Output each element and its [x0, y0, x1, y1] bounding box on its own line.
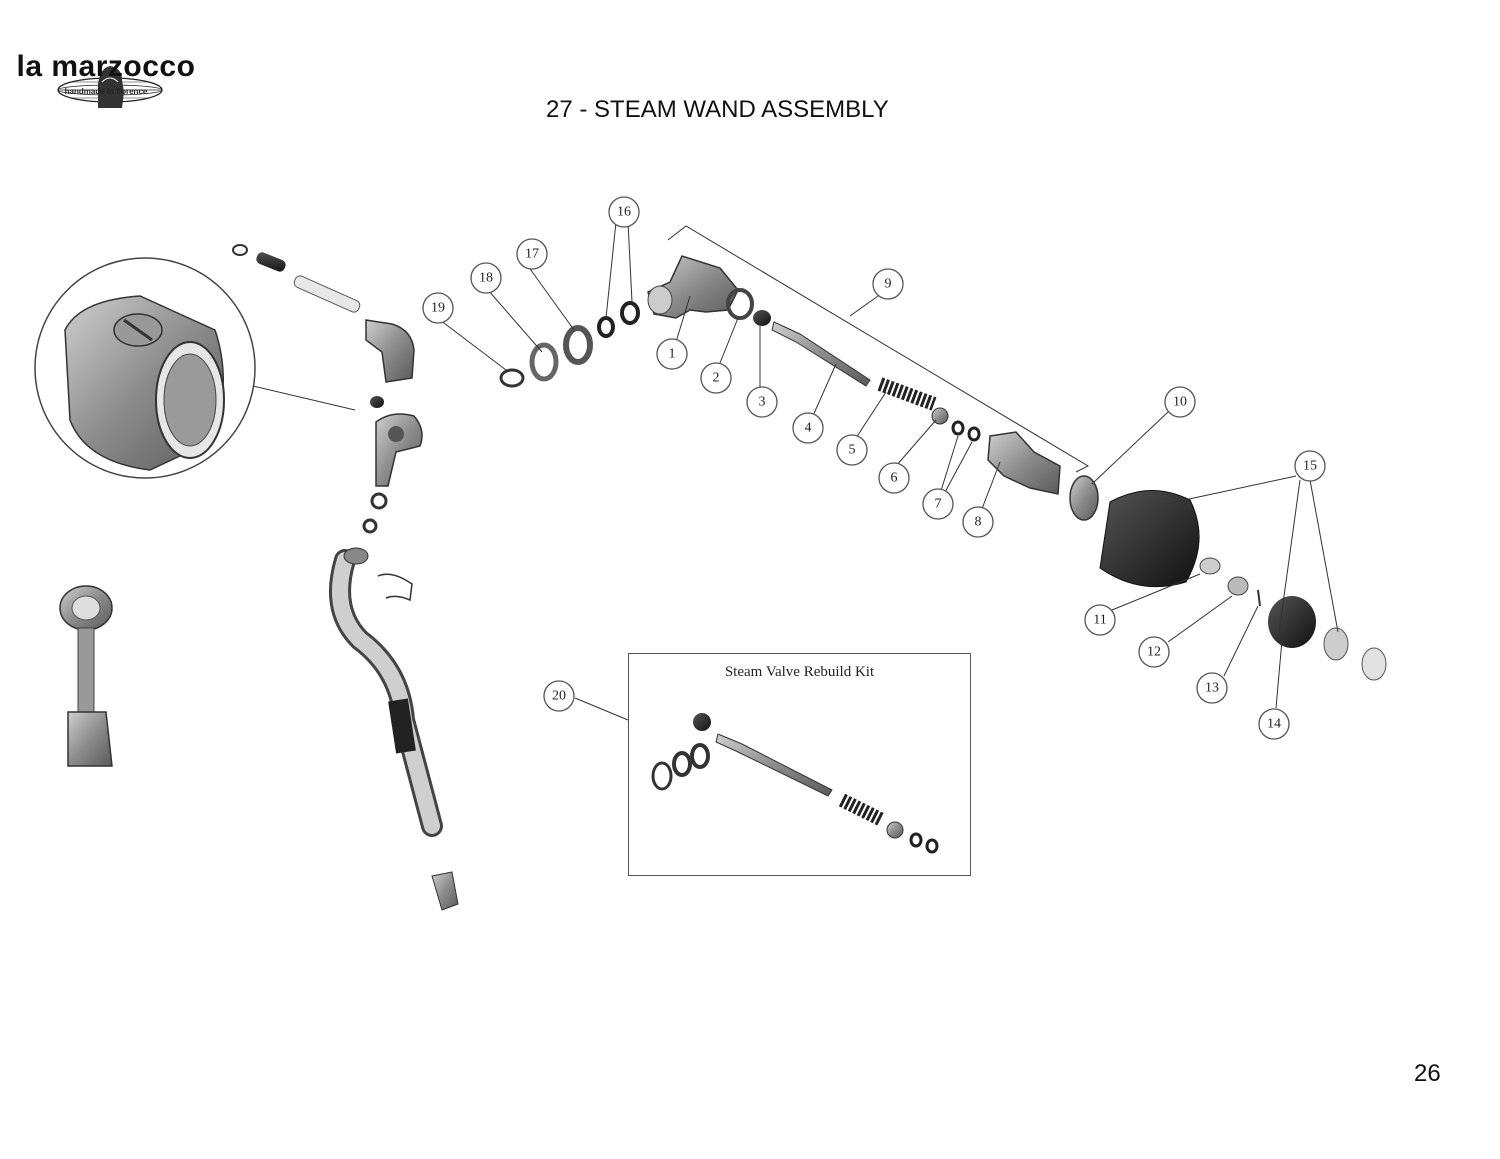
page-number: 26 [1414, 1060, 1441, 1087]
callout-13: 13 [1196, 672, 1228, 704]
brand-tagline: handmade in florence [64, 87, 148, 96]
svg-text:16: 16 [617, 205, 631, 220]
wand-upper-parts [232, 244, 423, 602]
callout-9: 9 [872, 268, 904, 300]
svg-text:19: 19 [431, 301, 445, 316]
callout-16: 16 [608, 196, 640, 228]
svg-text:1: 1 [669, 347, 676, 362]
valve-body [647, 255, 1061, 495]
callout-12: 12 [1138, 636, 1170, 668]
wand-tip-detail [59, 585, 113, 767]
leader-lines [439, 221, 1339, 721]
callout-10: 10 [1164, 386, 1196, 418]
svg-text:3: 3 [759, 395, 766, 410]
steam-wand-tube [329, 547, 459, 911]
group-bracket-9 [667, 225, 1090, 473]
svg-text:4: 4 [805, 421, 812, 436]
callout-17: 17 [516, 238, 548, 270]
callout-4: 4 [792, 412, 824, 444]
svg-text:12: 12 [1147, 645, 1161, 660]
svg-text:2: 2 [713, 371, 720, 386]
callout-14: 14 [1258, 708, 1290, 740]
callout-1: 1 [656, 338, 688, 370]
svg-text:5: 5 [849, 443, 856, 458]
callout-6: 6 [878, 462, 910, 494]
svg-text:10: 10 [1173, 395, 1187, 410]
rebuild-kit-box: Steam Valve Rebuild Kit [628, 653, 971, 876]
rebuild-kit-parts [651, 713, 939, 854]
callout-3: 3 [746, 386, 778, 418]
kit-title: Steam Valve Rebuild Kit [724, 664, 875, 680]
callout-18: 18 [470, 262, 502, 294]
svg-text:20: 20 [552, 689, 566, 704]
callout-2: 2 [700, 362, 732, 394]
callout-11: 11 [1084, 604, 1116, 636]
seal-rings [499, 301, 640, 388]
brand-logo [10, 62, 210, 162]
svg-text:15: 15 [1303, 459, 1317, 474]
brand-wordmark: la marzocco [16, 50, 196, 83]
callout-15: 15 [1294, 450, 1326, 482]
callout-19: 19 [422, 292, 454, 324]
svg-text:8: 8 [975, 515, 982, 530]
svg-text:11: 11 [1093, 613, 1106, 628]
detail-magnifier [34, 257, 356, 479]
svg-text:13: 13 [1205, 681, 1219, 696]
svg-text:18: 18 [479, 271, 493, 286]
knob-assembly [1069, 475, 1387, 681]
svg-text:6: 6 [891, 471, 898, 486]
svg-text:7: 7 [935, 497, 942, 512]
lion-globe-emblem [57, 66, 163, 108]
callout-20: 20 [543, 680, 575, 712]
callout-7: 7 [922, 488, 954, 520]
svg-text:14: 14 [1267, 717, 1281, 732]
page-title: 27 - STEAM WAND ASSEMBLY [546, 96, 889, 123]
svg-text:9: 9 [885, 277, 892, 292]
callout-8: 8 [962, 506, 994, 538]
svg-text:17: 17 [525, 247, 539, 262]
callout-5: 5 [836, 434, 868, 466]
